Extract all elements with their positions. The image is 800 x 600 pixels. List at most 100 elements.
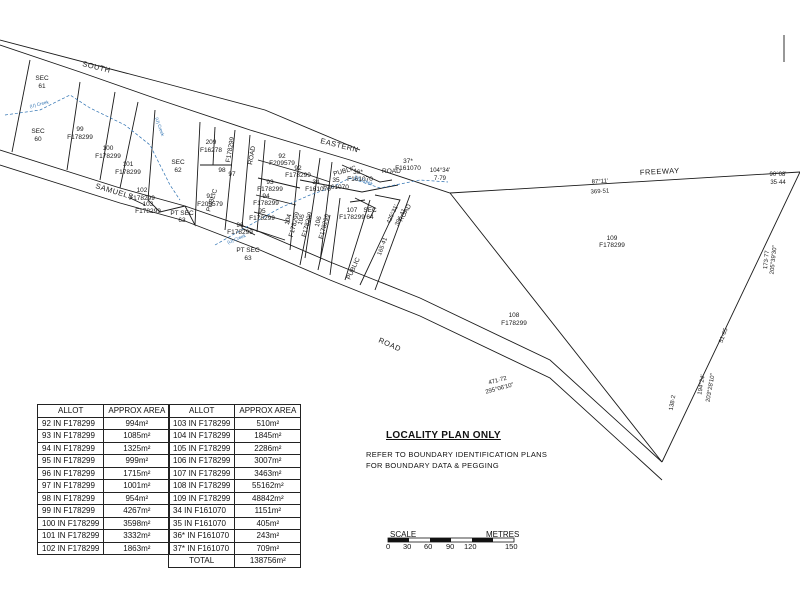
parcel-93-l2: F178299	[257, 186, 283, 193]
plan-note-line-1: REFER TO BOUNDARY IDENTIFICATION PLANS	[366, 450, 548, 459]
parcel-sec61-l1: SEC	[35, 75, 49, 82]
parcel-103-l1: 103	[143, 201, 154, 208]
parcel-35-l2: F161070	[323, 184, 349, 191]
parcel-108-l1: 108	[509, 312, 520, 319]
dim-distance-3: 35·44	[770, 180, 786, 186]
parcel-labels: SEC 61 SEC 60 99 F178299 100 F178299 101…	[31, 75, 625, 327]
parcel-36-l1: 36*	[353, 169, 363, 176]
parcel-36-l2: F161070	[347, 176, 373, 183]
parcel-95-l2: F178299	[249, 215, 275, 222]
table1-header-allot: ALLOT	[36, 404, 105, 418]
parcel-100-l1: 100	[103, 145, 114, 152]
scale-tick-150: 150	[505, 542, 518, 551]
scale-tick-0: 0	[386, 542, 391, 551]
dim-distance-6: 138·2	[669, 394, 678, 411]
dim-distance-1: 7·79	[434, 176, 447, 182]
parcel-94-l2: F178299	[253, 200, 279, 207]
road-label-freeway: FREEWAY	[640, 166, 680, 177]
parcel-sec60-l1: SEC	[31, 128, 45, 135]
parcel-107-l2: F178299	[339, 214, 365, 221]
parcel-sec62-l1: SEC	[171, 159, 185, 166]
dim-bearing-5: 194°24'	[697, 374, 706, 395]
parcel-sec62-l2: 62	[174, 167, 182, 174]
road-label-road-2: ROAD	[382, 168, 401, 175]
table2-header-area: APPROX AREA	[234, 404, 302, 418]
parcel-98: 98	[218, 167, 226, 174]
parcel-sec64-l1: SEC	[363, 207, 377, 214]
parcel-105: 105	[297, 213, 307, 226]
parcel-ptsec63b-l1: PT SEC	[236, 247, 260, 254]
parcel-94-l1: 94	[262, 193, 270, 200]
parcel-101-l2: F178299	[115, 169, 141, 176]
parcel-34-l1: 34	[312, 179, 320, 186]
road-label-south: SOUTH	[82, 59, 112, 75]
parcel-37-l2: F161070	[395, 165, 421, 172]
table2-header-allot: ALLOT	[167, 404, 236, 418]
dim-distance-4: 173·77	[763, 250, 771, 270]
dim-bearing-2: 87°11'	[592, 179, 609, 186]
parcel-93-l1: 93	[266, 179, 274, 186]
parcel-103-l2: F178299	[135, 208, 161, 215]
dim-distance-7: 471·72	[488, 376, 508, 387]
parcel-ptsec63b-l2: 63	[244, 255, 252, 262]
road-label-eastern: EASTERN	[320, 136, 360, 154]
parcel-sec60-l2: 60	[34, 136, 42, 143]
parcel-209-l1: 209	[206, 139, 217, 146]
scale-unit: METRES	[486, 530, 520, 539]
road-label-road-1: ROAD	[247, 145, 257, 165]
parcel-34-l2: F161070	[305, 186, 331, 193]
parcel-99-l1: 99	[76, 126, 84, 133]
parcel-sec61-l2: 61	[38, 83, 46, 90]
dim-distance-5: 51·65	[719, 327, 730, 344]
parcel-107-l1: 107	[347, 207, 358, 214]
parcel-99-l2: F178299	[67, 134, 93, 141]
parcel-91-l1: 91	[206, 193, 214, 200]
boundary-lines	[0, 35, 800, 481]
parcel-95-l1: 95	[258, 208, 266, 215]
parcel-109-l2: F178299	[599, 242, 625, 249]
parcel-37-l1: 37*	[403, 158, 413, 165]
parcel-35-l1: 35	[332, 177, 340, 184]
creek-label-1: (U) Creek	[29, 99, 50, 109]
dim-bearing-4: 205°39'30"	[770, 245, 779, 275]
creek-label-2: (U) Creek	[154, 117, 166, 138]
parcel-ptsec63a-l1: PT SEC	[170, 210, 194, 217]
parcel-ptsec63a-l2: 63	[178, 217, 186, 224]
parcel-92a-l2: F209579	[269, 160, 295, 167]
parcel-106: 106	[314, 215, 324, 228]
parcel-104: 104	[284, 213, 294, 226]
road-label-samuels-road: ROAD	[377, 336, 402, 354]
creek-lines	[4, 94, 449, 246]
parcel-92b-l2: F178299	[285, 172, 311, 179]
parcel-102-l2: F178299	[129, 195, 155, 202]
road-label-public-3: PUBLIC	[345, 256, 361, 281]
parcel-f178299-vertical: F178299	[225, 136, 236, 163]
scale-label: SCALE	[390, 530, 417, 539]
parcel-92a-l1: 92	[278, 153, 286, 160]
table1-header-area: APPROX AREA	[103, 404, 171, 418]
parcel-108-l2: F178299	[501, 320, 527, 327]
scale-tick-30: 30	[403, 542, 412, 551]
